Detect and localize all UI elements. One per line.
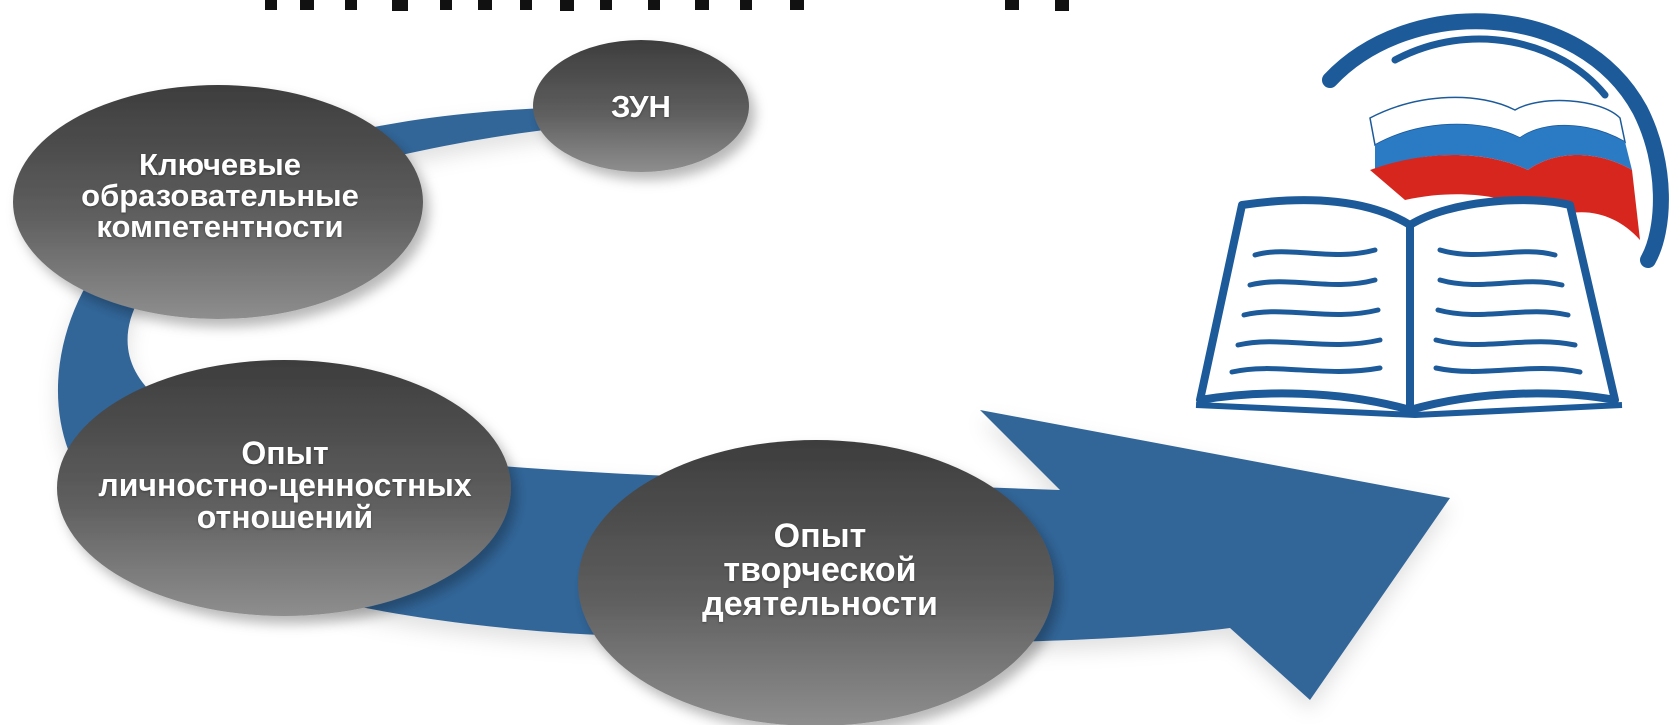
node-creative-activity-line-2: творческой	[723, 551, 917, 589]
node-zun-label: ЗУН	[560, 86, 722, 126]
node-zun-ellipse	[533, 40, 749, 172]
node-creative-activity-line-3: деятельности	[702, 585, 938, 623]
node-key-competencies-line-1: Ключевые	[139, 146, 301, 182]
open-book-with-russian-flag-icon	[1195, 13, 1669, 419]
node-creative-activity-label: Опыт творческой деятельности	[640, 514, 1000, 626]
node-creative-activity-line-1: Опыт	[773, 517, 867, 555]
node-key-competencies-label: Ключевые образовательные компетентности	[30, 140, 410, 250]
node-personal-values-label: Опыт личностно-ценностных отношений	[55, 430, 515, 540]
node-personal-values-line-3: отношений	[196, 499, 374, 535]
node-key-competencies-line-3: компетентности	[96, 208, 344, 244]
node-zun-line-1: ЗУН	[611, 88, 671, 124]
node-personal-values-line-1: Опыт	[241, 435, 329, 471]
title-remnant	[265, 0, 1069, 11]
node-personal-values-ellipse	[57, 360, 511, 616]
node-creative-activity-ellipse	[578, 440, 1054, 725]
node-key-competencies-ellipse	[13, 85, 423, 319]
node-key-competencies-line-2: образовательные	[81, 177, 359, 213]
node-personal-values-line-2: личностно-ценностных	[98, 467, 472, 503]
